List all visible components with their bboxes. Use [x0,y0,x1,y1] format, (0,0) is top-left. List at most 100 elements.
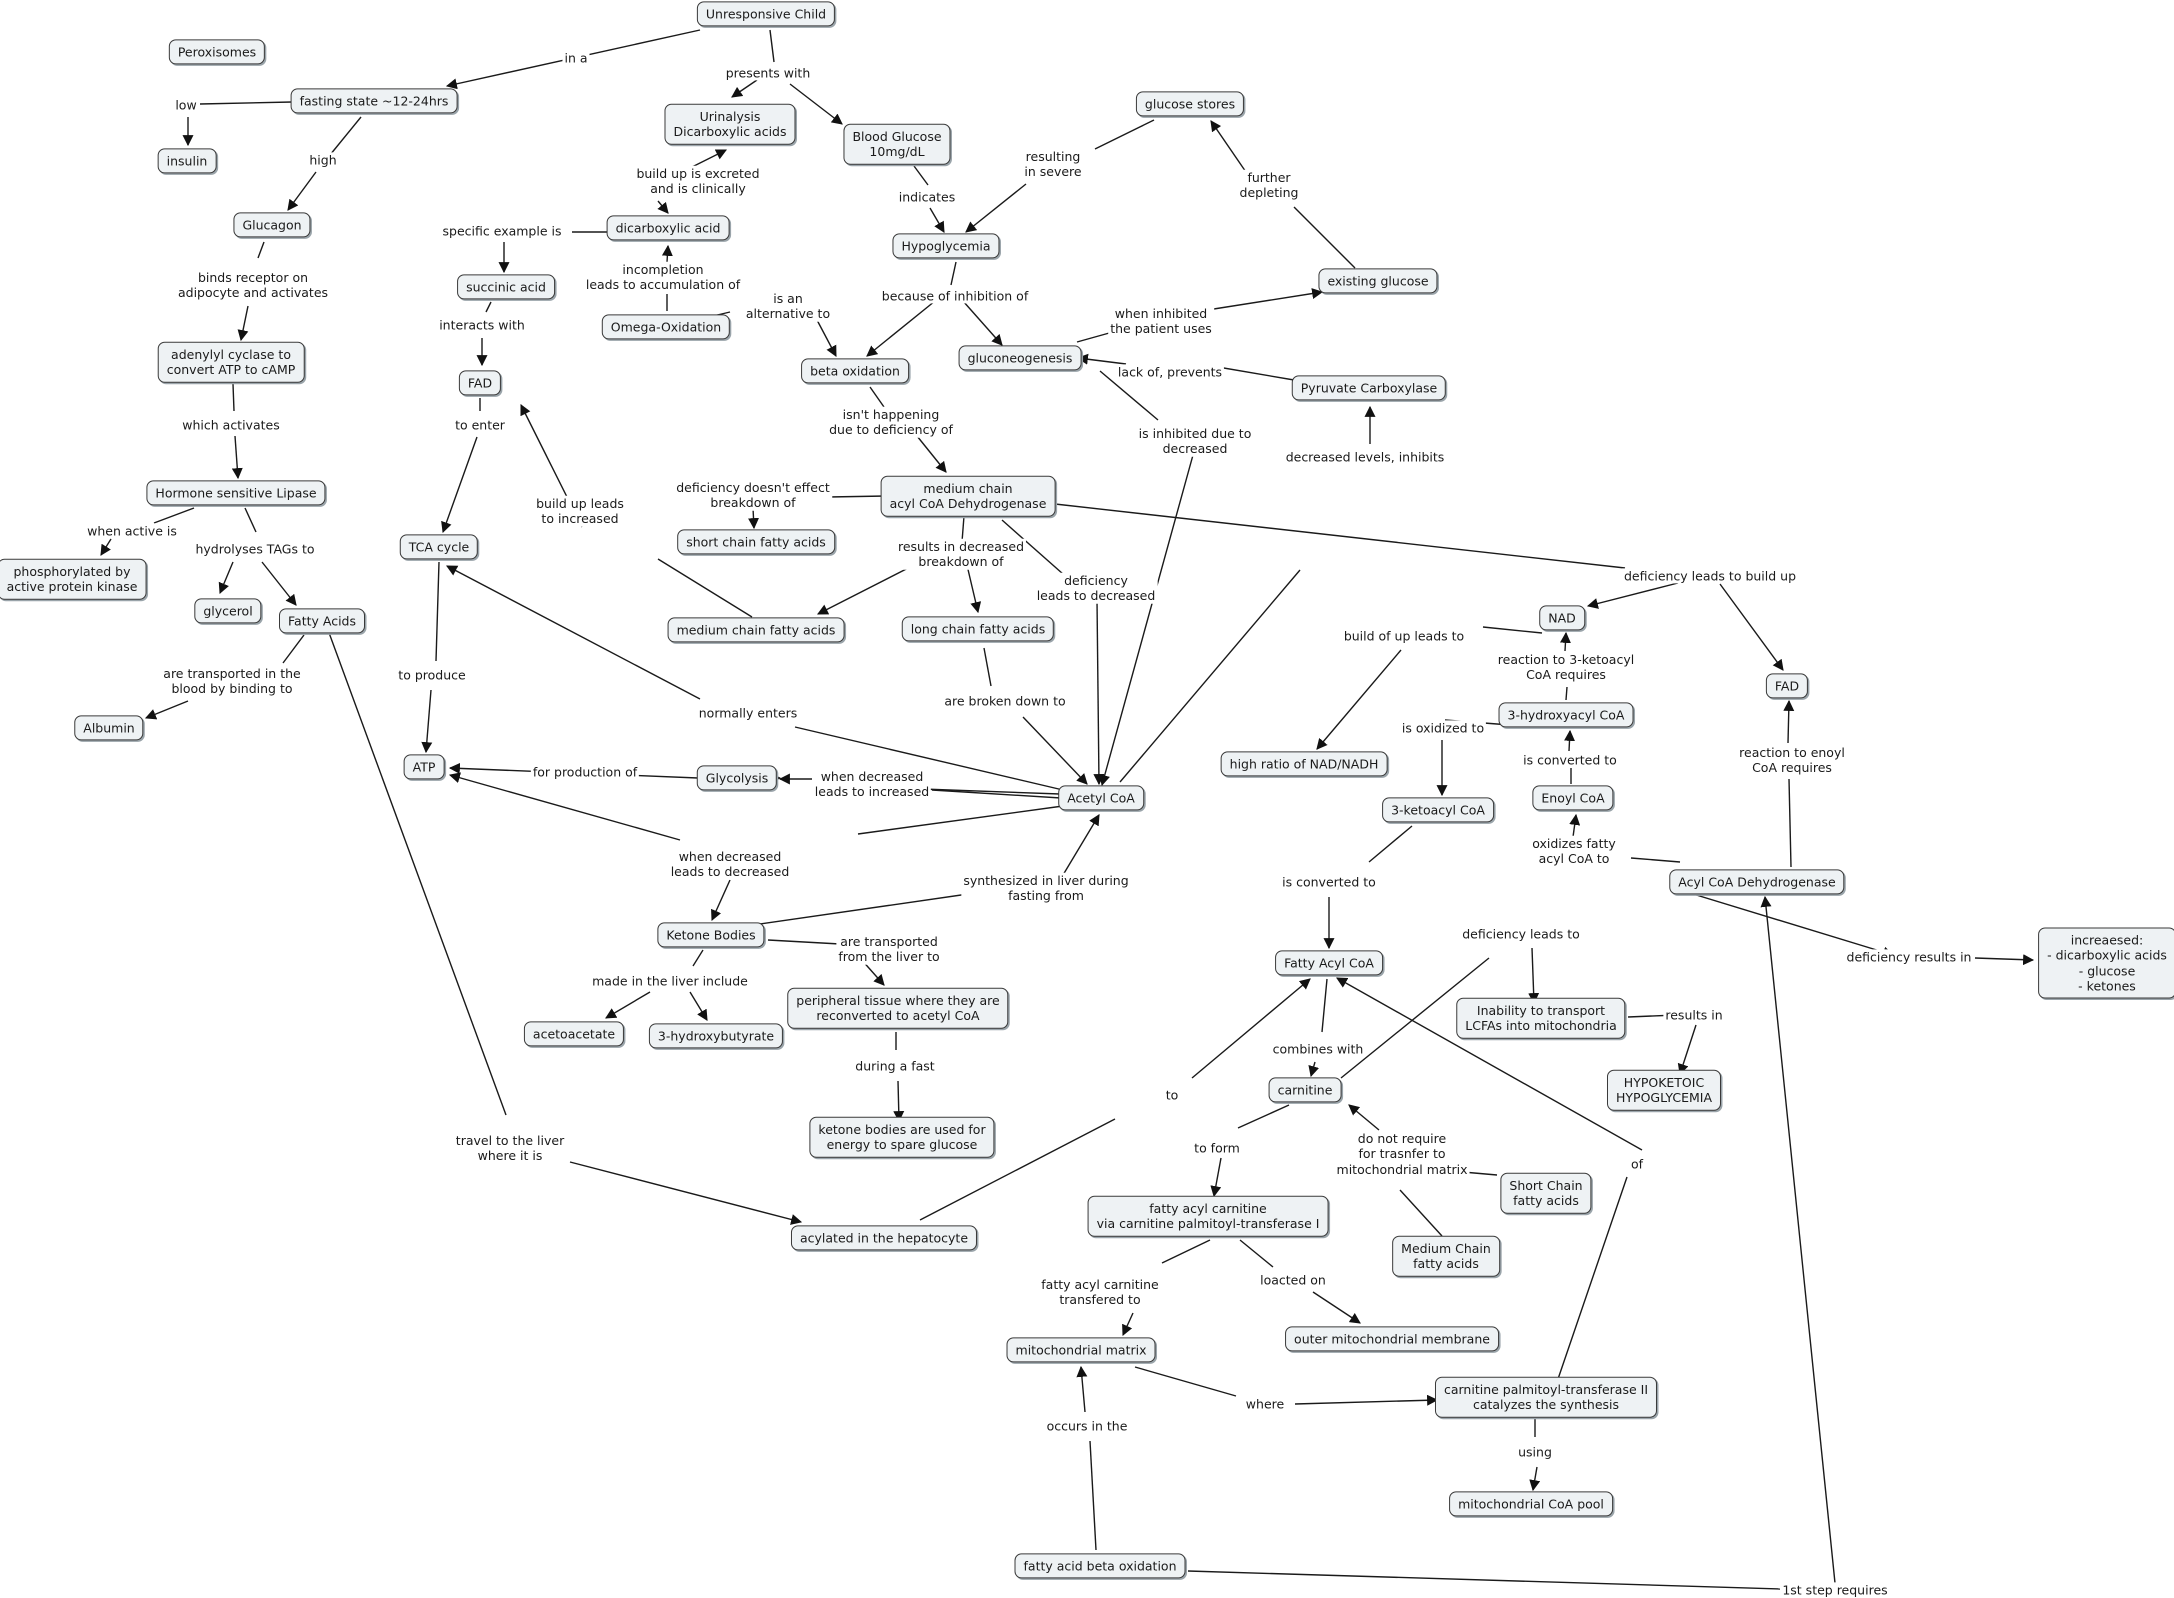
connector-line [1239,1239,1274,1268]
concept-omega-oxidation[interactable]: Omega-Oxidation [601,314,731,340]
concept-medium-chain-fatty-acids-2[interactable]: Medium Chain fatty acids [1392,1235,1500,1277]
concept-mitochondrial-matrix[interactable]: mitochondrial matrix [1006,1337,1156,1363]
concept-urinalysis[interactable]: Urinalysis Dicarboxylic acids [664,103,796,145]
concept-hormone-sensitive-lipase[interactable]: Hormone sensitive Lipase [146,480,326,506]
concept-fad[interactable]: FAD [458,370,502,396]
concept-enoyl-coa[interactable]: Enoyl CoA [1532,785,1614,811]
connector-line [441,436,478,534]
concept-gluconeogenesis[interactable]: gluconeogenesis [958,345,1082,371]
concept-fatty-acyl-carnitine[interactable]: fatty acyl carnitine via carnitine palmi… [1087,1195,1329,1237]
concept-carnitine[interactable]: carnitine [1268,1077,1342,1103]
concept-cpt2[interactable]: carnitine palmitoyl-transferase II catal… [1434,1376,1658,1418]
concept-glucagon[interactable]: Glucagon [233,212,311,238]
link-build-up-leads-increased: build up leads to increased [534,495,626,527]
concept-ketone-bodies-spare-glucose[interactable]: ketone bodies are used for energy to spa… [809,1116,995,1158]
concept-dicarboxylic-acid[interactable]: dicarboxylic acid [606,215,730,241]
connector-line [1336,977,1643,1151]
connector-line [1974,954,2035,966]
concept-fatty-acid-beta-oxidation[interactable]: fatty acid beta oxidation [1014,1553,1186,1579]
concept-unresponsive-child[interactable]: Unresponsive Child [696,1,836,27]
link-is-inhibited: is inhibited due to decreased [1136,425,1254,457]
connector-line [692,949,704,967]
connector-line [1586,582,1679,609]
concept-fatty-acyl-coa[interactable]: Fatty Acyl CoA [1275,950,1383,976]
connector-line [983,647,992,687]
concept-fasting-state[interactable]: fasting state ~12-24hrs [290,88,458,114]
connector-line [1312,1291,1361,1324]
connector-line [199,101,293,105]
concept-glycerol[interactable]: glycerol [194,598,262,624]
link-synthesized-in-liver: synthesized in liver during fasting from [961,872,1131,904]
connector-line [1161,1239,1211,1264]
concept-3-hydroxyacyl-coa[interactable]: 3-hydroxyacyl CoA [1498,702,1634,728]
concept-phosphorylated[interactable]: phosphorylated by active protein kinase [0,558,147,600]
link-reaction-3-ketoacyl: reaction to 3-ketoacyl CoA requires [1495,651,1637,683]
concept-inability-to-transport[interactable]: Inability to transport LCFAs into mitoch… [1456,997,1626,1039]
concept-medium-chain-fatty-acids[interactable]: medium chain fatty acids [667,617,845,643]
concept-adenylyl-cyclase[interactable]: adenylyl cyclase to convert ATP to cAMP [157,341,305,383]
concept-peroxisomes[interactable]: Peroxisomes [168,39,266,65]
concept-acyl-coa-dehydrogenase[interactable]: Acyl CoA Dehydrogenase [1669,869,1845,895]
concept-pyruvate-carboxylase[interactable]: Pyruvate Carboxylase [1291,375,1447,401]
concept-long-chain-fatty-acids[interactable]: long chain fatty acids [901,616,1055,642]
concept-beta-oxidation[interactable]: beta oxidation [801,358,909,384]
link-decreased-levels-inhibits: decreased levels, inhibits [1283,449,1447,465]
connector-line [817,560,923,615]
connector-line [1679,889,1895,958]
concept-blood-glucose[interactable]: Blood Glucose 10mg/dL [843,123,951,165]
concept-tca-cycle[interactable]: TCA cycle [399,534,479,560]
concept-nad[interactable]: NAD [1539,605,1585,631]
link-broken-down-to: are broken down to [942,693,1068,709]
link-to-produce: to produce [396,667,468,683]
concept-acetyl-coa[interactable]: Acetyl CoA [1058,785,1144,811]
concept-hypoketotic-hypoglycemia[interactable]: HYPOKETOIC HYPOGLYCEMIA [1606,1069,1722,1111]
connector-line [282,634,305,664]
concept-outer-mitochondrial-membrane[interactable]: outer mitochondrial membrane [1285,1326,1499,1352]
connector-line [916,435,947,473]
concept-succinic-acid[interactable]: succinic acid [457,274,555,300]
connector-line [232,383,235,412]
concept-3-hydroxybutyrate[interactable]: 3-hydroxybutyrate [648,1023,784,1049]
concept-high-ratio-nad-nadh[interactable]: high ratio of NAD/NADH [1220,751,1388,777]
concept-short-chain-fatty-acids-2[interactable]: Short Chain fatty acids [1500,1172,1592,1214]
concept-ketone-bodies[interactable]: Ketone Bodies [657,922,765,948]
concept-acylated-in-hepatocyte[interactable]: acylated in the hepatocyte [790,1225,978,1251]
connector-line [657,200,669,214]
concept-mcad[interactable]: medium chain acyl CoA Dehydrogenase [880,475,1056,517]
concept-increased-results[interactable]: increaesed: - dicarboxylic acids - gluco… [2038,927,2174,999]
concept-glycolysis[interactable]: Glycolysis [696,765,778,791]
concept-fad-2[interactable]: FAD [1765,673,1809,699]
link-for-production-of: for production of [530,764,640,780]
concept-acetoacetate[interactable]: acetoacetate [523,1021,625,1047]
connector-line [950,261,957,286]
concept-3-ketoacyl-coa[interactable]: 3-ketoacyl CoA [1382,797,1494,823]
link-during-a-fast: during a fast [853,1058,937,1074]
concept-hypoglycemia[interactable]: Hypoglycemia [892,233,1000,259]
concept-fatty-acids[interactable]: Fatty Acids [279,608,365,634]
concept-existing-glucose[interactable]: existing glucose [1318,268,1438,294]
connector-line [769,29,775,63]
connector-line [605,991,651,1019]
connector-line [1210,1157,1222,1198]
connector-line [929,207,945,233]
concept-short-chain-fatty-acids[interactable]: short chain fatty acids [677,529,835,555]
concept-atp[interactable]: ATP [403,754,445,780]
concept-mitochondrial-coa-pool[interactable]: mitochondrial CoA pool [1449,1491,1613,1517]
concept-insulin[interactable]: insulin [157,148,217,174]
connector-line [153,507,195,524]
connector-line [759,892,976,925]
connector-line [1093,599,1105,786]
link-interacts-with: interacts with [437,317,527,333]
connector-line [1122,1312,1134,1337]
concept-peripheral-tissue[interactable]: peripheral tissue where they are reconve… [787,987,1009,1029]
connector-line [1569,813,1581,838]
connector-line [1528,947,1540,1005]
link-build-of-up: build of up leads to [1341,628,1467,644]
connector-line [794,726,1064,791]
concept-glucose-stores[interactable]: glucose stores [1135,91,1245,117]
link-deficiency-leads-decreased: deficiency leads to decreased [1034,572,1158,604]
link-resulting-in-severe: resulting in severe [1022,148,1084,180]
concept-albumin[interactable]: Albumin [74,715,144,741]
connector-line [962,300,1003,346]
